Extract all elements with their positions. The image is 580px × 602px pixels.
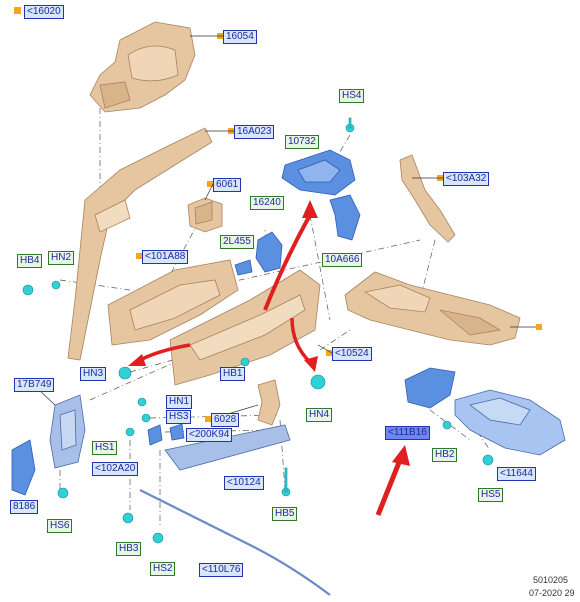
part-label-8186[interactable]: 8186 [10, 500, 39, 514]
fastener-label-HS6[interactable]: HS6 [47, 519, 73, 533]
bar-10124 [164, 424, 291, 471]
bracket-6061 [187, 197, 223, 233]
crossmember-11644 [454, 389, 566, 456]
fastener-label-HB5[interactable]: HB5 [272, 507, 298, 521]
red-arrows [128, 200, 410, 516]
bracket-6028 [257, 379, 281, 426]
part-label-111B16[interactable]: <111B16 [385, 426, 430, 440]
fasteners [22, 117, 494, 544]
part-label-10A666[interactable]: 10A666 [322, 253, 363, 267]
right-rail-103A32 [399, 154, 456, 243]
diagram-code: 5010205 [533, 575, 569, 585]
part-label-103A32[interactable]: <103A32 [443, 172, 490, 186]
part-label-16054[interactable]: 16054 [223, 30, 257, 44]
bracket-10732 [281, 149, 356, 196]
fastener-label-HS2[interactable]: HS2 [150, 562, 176, 576]
fastener-label-HN4[interactable]: HN4 [306, 408, 333, 422]
diagram-date: 07-2020 29 [529, 588, 575, 598]
fastener-label-HB3[interactable]: HB3 [116, 542, 142, 556]
bracket-10A666 [329, 194, 361, 241]
shock-tower-16054 [89, 21, 196, 113]
main-crossmember [169, 269, 321, 386]
part-label-16020[interactable]: <16020 [24, 5, 64, 19]
fastener-label-HS5[interactable]: HS5 [478, 488, 504, 502]
part-label-16240[interactable]: 16240 [250, 196, 284, 210]
panel-101A88 [107, 259, 239, 346]
right-front-structure [344, 271, 521, 346]
fastener-label-HS3[interactable]: HS3 [166, 410, 192, 424]
part-label-200K94[interactable]: <200K94 [186, 428, 233, 442]
part-label-10124[interactable]: <10124 [224, 476, 264, 490]
fastener-label-HS4[interactable]: HS4 [339, 89, 365, 103]
bracket-8186 [11, 439, 36, 496]
part-label-10524[interactable]: <10524 [332, 347, 372, 361]
fastener-label-HN2[interactable]: HN2 [48, 251, 75, 265]
bar-110L76 [139, 489, 331, 596]
part-label-10732[interactable]: 10732 [285, 135, 319, 149]
fastener-label-HB4[interactable]: HB4 [17, 254, 43, 268]
left-rail-16A023 [67, 127, 213, 361]
fastener-label-HS1[interactable]: HS1 [92, 441, 118, 455]
part-label-6061[interactable]: 6061 [213, 178, 242, 192]
bracket-200K94 [147, 423, 185, 446]
bracket-17B749 [49, 394, 86, 469]
part-label-101A88[interactable]: <101A88 [142, 250, 189, 264]
fastener-label-HN1[interactable]: HN1 [166, 395, 193, 409]
fastener-label-HB2[interactable]: HB2 [432, 448, 458, 462]
bracket-16240 [234, 231, 283, 276]
part-label-102A20[interactable]: <102A20 [92, 462, 139, 476]
bracket-111B16 [404, 367, 456, 409]
part-label-2L455[interactable]: 2L455 [220, 235, 254, 249]
part-label-11644[interactable]: <11644 [497, 467, 536, 481]
part-label-6028[interactable]: 6028 [211, 413, 240, 427]
part-label-110L76[interactable]: <110L76 [199, 563, 244, 577]
part-label-17B749[interactable]: 17B749 [14, 378, 55, 392]
part-label-16A023[interactable]: 16A023 [234, 125, 275, 139]
fastener-label-HB1[interactable]: HB1 [220, 367, 246, 381]
fastener-label-HN3[interactable]: HN3 [80, 367, 107, 381]
